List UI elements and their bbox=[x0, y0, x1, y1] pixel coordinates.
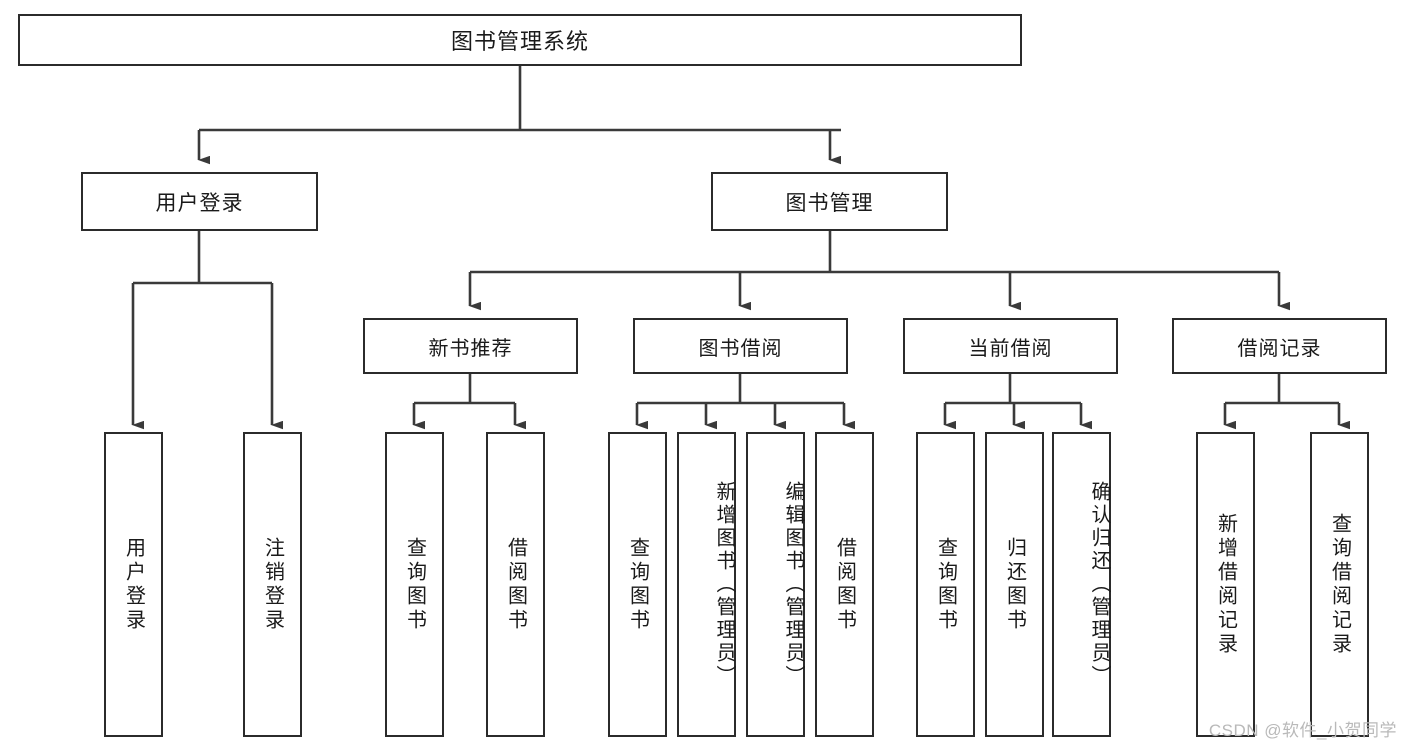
leaf-query-book-recommend[interactable]: 查询图书 bbox=[385, 432, 444, 737]
leaf-query-borrow-record[interactable]: 查询借阅记录 bbox=[1310, 432, 1369, 737]
leaf-borrow-book-recommend[interactable]: 借阅图书 bbox=[486, 432, 545, 737]
node-new-book-recommend[interactable]: 新书推荐 bbox=[363, 318, 578, 374]
node-book-borrow[interactable]: 图书借阅 bbox=[633, 318, 848, 374]
leaf-edit-book-admin[interactable]: 编辑图书（管理员） bbox=[746, 432, 805, 737]
node-user-login[interactable]: 用户登录 bbox=[81, 172, 318, 231]
node-book-management[interactable]: 图书管理 bbox=[711, 172, 948, 231]
leaf-add-book-admin[interactable]: 新增图书（管理员） bbox=[677, 432, 736, 737]
leaf-return-book[interactable]: 归还图书 bbox=[985, 432, 1044, 737]
leaf-query-book-current[interactable]: 查询图书 bbox=[916, 432, 975, 737]
leaf-confirm-return-admin[interactable]: 确认归还（管理员） bbox=[1052, 432, 1111, 737]
leaf-add-borrow-record[interactable]: 新增借阅记录 bbox=[1196, 432, 1255, 737]
node-borrow-record[interactable]: 借阅记录 bbox=[1172, 318, 1387, 374]
node-root-system[interactable]: 图书管理系统 bbox=[18, 14, 1022, 66]
leaf-query-book-borrow[interactable]: 查询图书 bbox=[608, 432, 667, 737]
leaf-user-login[interactable]: 用户登录 bbox=[104, 432, 163, 737]
node-current-borrow[interactable]: 当前借阅 bbox=[903, 318, 1118, 374]
leaf-borrow-book[interactable]: 借阅图书 bbox=[815, 432, 874, 737]
leaf-logout[interactable]: 注销登录 bbox=[243, 432, 302, 737]
watermark-csdn: CSDN @软件_小贺同学 bbox=[1208, 721, 1397, 740]
